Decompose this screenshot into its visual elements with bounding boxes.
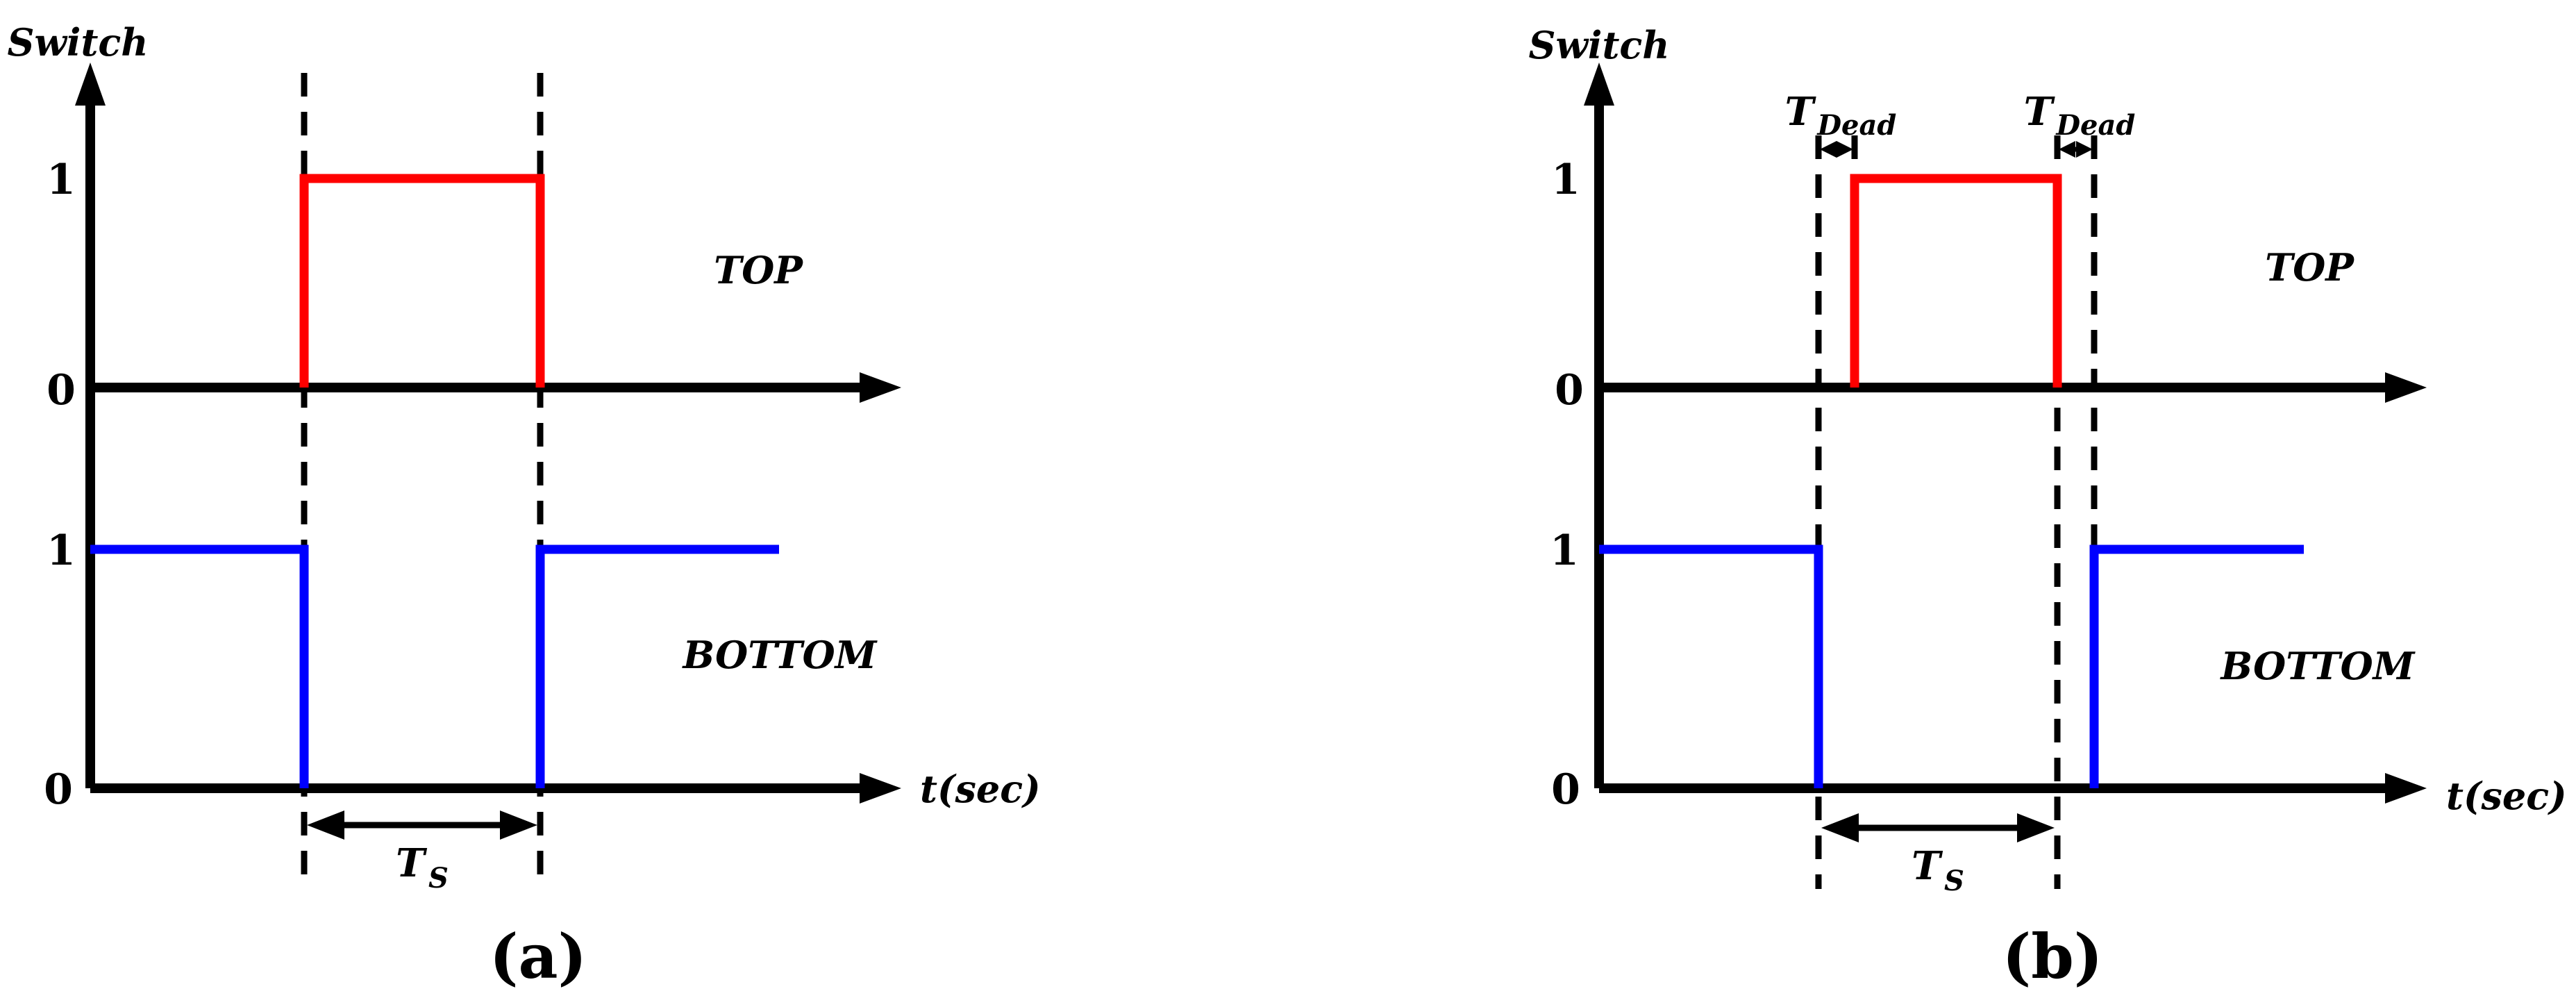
dead-arrowhead-left-b [1837, 141, 1853, 158]
top-switch-waveform [299, 174, 545, 388]
x-axis-label: t(sec) [920, 767, 1041, 811]
top-tick-zero: 0 [47, 366, 76, 415]
diagram-b: Switch T Dead T Dead 1 0 1 0 TOP BOTTOM … [1528, 23, 2567, 992]
bottom-switch-waveform [90, 544, 779, 788]
panel-a: Switch 1 0 1 0 TOP BOTTOM t(sec) T S (a) [7, 20, 1041, 992]
caption-b: (b) [2002, 920, 2103, 992]
bottom-waveform-label: BOTTOM [682, 633, 878, 677]
axes-b [1584, 63, 2427, 804]
top-tick-one: 1 [47, 156, 76, 204]
dead-time-label-right-main: T [2024, 89, 2056, 135]
period-arrowhead-right [2017, 813, 2055, 842]
top-time-axis-arrowhead [860, 372, 901, 403]
top-time-axis-arrowhead [2385, 372, 2427, 403]
dead-arrowhead-left-a [1820, 141, 1837, 158]
y-axis-label: Switch [1528, 23, 1669, 67]
top-tick-one: 1 [1551, 156, 1580, 204]
bottom-switch-waveform [1599, 544, 2304, 788]
period-arrowhead-right [500, 810, 537, 840]
period-label: T S [396, 840, 449, 895]
dead-time-label-right-sub: Dead [2055, 109, 2135, 142]
y-axis-label: Switch [7, 20, 148, 65]
bottom-waveform-label: BOTTOM [2220, 644, 2416, 688]
dead-time-label-left: T Dead [1785, 89, 1897, 142]
dead-time-dimension-right [2059, 141, 2093, 158]
dead-time-dimension-left [1820, 141, 1853, 158]
bottom-tick-one: 1 [1550, 526, 1579, 575]
period-arrowhead-left [1821, 813, 1859, 842]
period-dimension-a [307, 810, 537, 840]
y-axis-arrowhead [1584, 63, 1614, 106]
bottom-time-axis-arrowhead [860, 773, 901, 804]
axes-a [75, 63, 901, 804]
x-axis-label: t(sec) [2446, 774, 2567, 818]
period-arrowhead-left [307, 810, 344, 840]
top-switch-waveform [1850, 174, 2062, 388]
dead-time-label-right: T Dead [2024, 89, 2136, 142]
bottom-tick-zero: 0 [1551, 765, 1580, 814]
top-waveform-label: TOP [714, 248, 803, 292]
period-label-sub: S [1944, 865, 1964, 897]
top-waveform-label: TOP [2265, 245, 2355, 290]
dashed-guides-b [1815, 135, 2098, 889]
period-label: T S [1912, 843, 1964, 897]
period-label-main: T [396, 840, 428, 886]
dead-arrowhead-right-b [2076, 141, 2093, 158]
period-label-main: T [1912, 843, 1943, 889]
bottom-time-axis-arrowhead [2385, 773, 2427, 804]
dead-arrowhead-right-a [2059, 141, 2075, 158]
dashed-guides-a [301, 73, 544, 889]
top-tick-zero: 0 [1555, 366, 1584, 415]
bottom-tick-zero: 0 [44, 765, 73, 814]
dead-time-label-left-sub: Dead [1816, 109, 1896, 142]
dead-time-label-left-main: T [1785, 89, 1817, 135]
diagram-a: Switch 1 0 1 0 TOP BOTTOM t(sec) T S (a) [7, 20, 1041, 992]
panel-b: Switch T Dead T Dead 1 0 1 0 TOP BOTTOM … [1288, 0, 2576, 998]
bottom-tick-one: 1 [47, 526, 76, 575]
caption-a: (a) [490, 920, 587, 992]
period-label-sub: S [428, 862, 449, 895]
period-dimension-b [1821, 813, 2055, 842]
y-axis-arrowhead [75, 63, 106, 106]
